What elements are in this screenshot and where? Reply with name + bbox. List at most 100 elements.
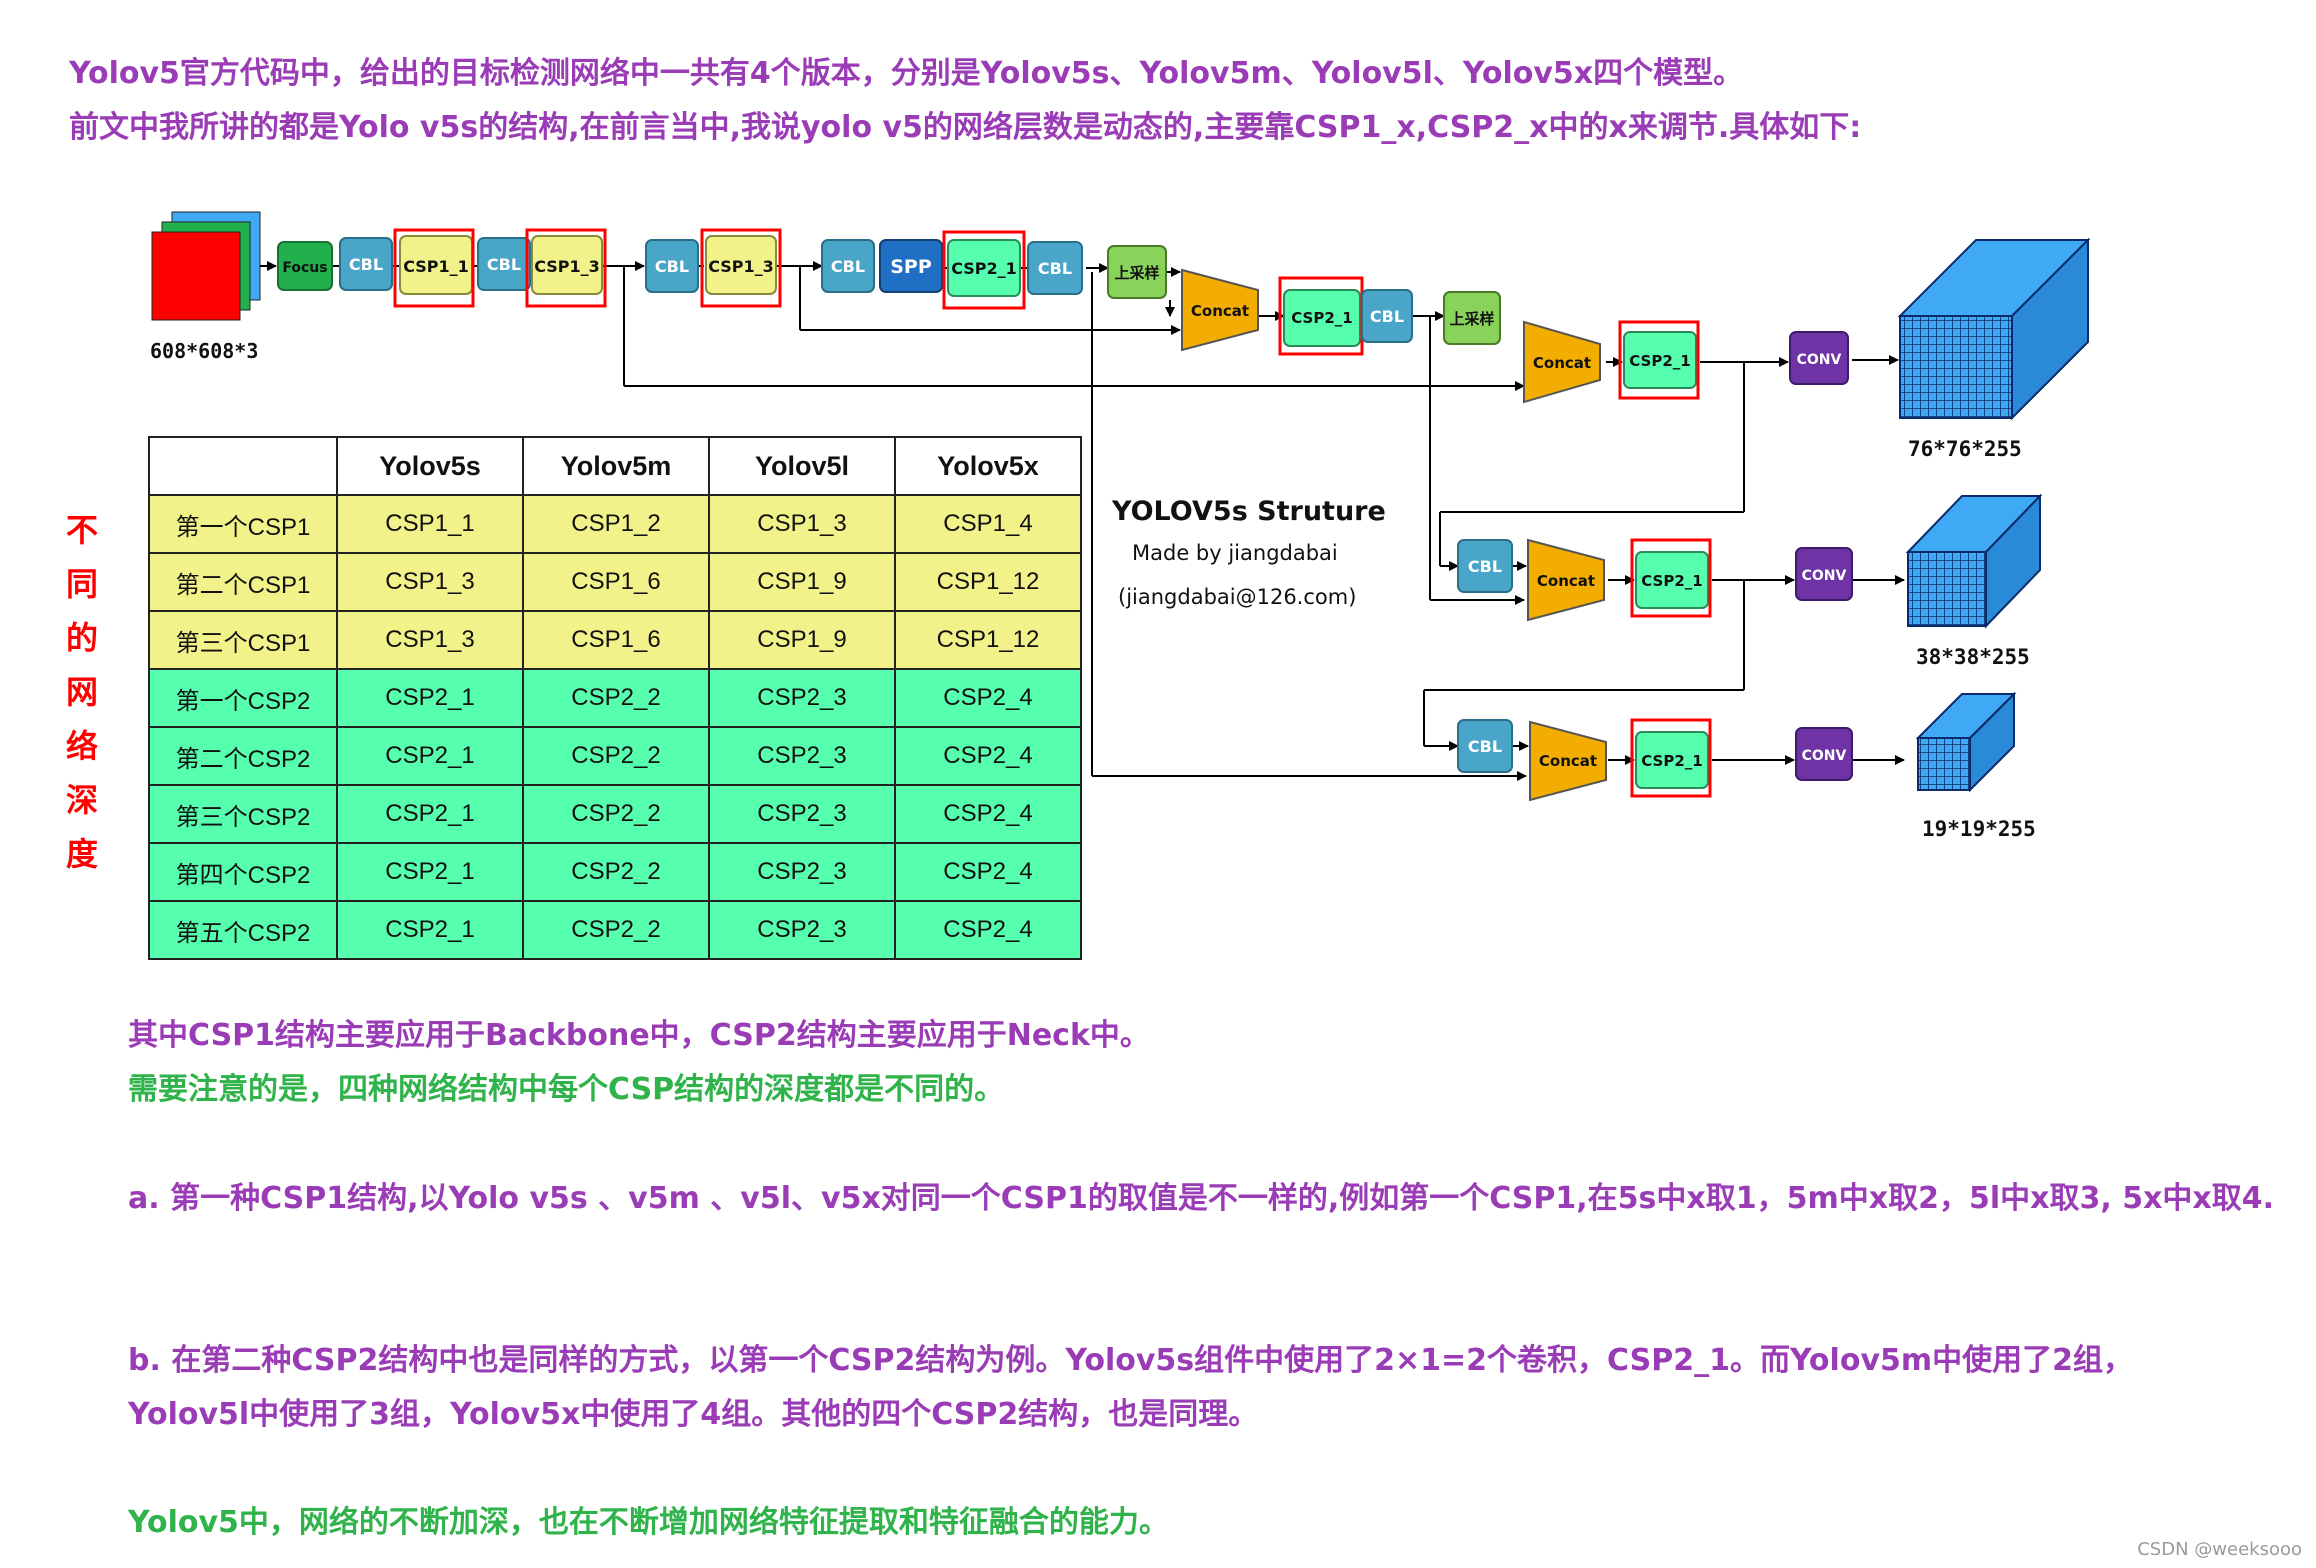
table-row: 第三个CSP1 CSP1_3 CSP1_6 CSP1_9 CSP1_12 [148,610,1082,670]
concat-block-2 [1523,320,1601,404]
table-row: 第二个CSP1 CSP1_3 CSP1_6 CSP1_9 CSP1_12 [148,552,1082,612]
table-cell: CSP2_4 [894,726,1082,786]
table-cell: CSP2_2 [522,726,710,786]
csp2-1-block-c [1623,331,1697,389]
table-cell: CSP1_1 [336,494,524,554]
csp2-1-label-d: CSP2_1 [1641,572,1702,590]
table-row: 第一个CSP2 CSP2_1 CSP2_2 CSP2_3 CSP2_4 [148,668,1082,728]
cbl-label-6: CBL [1370,307,1404,326]
cbl-label-5: CBL [1038,259,1072,278]
csp2-1-block-a [947,239,1021,297]
table-cell: CSP2_4 [894,842,1082,902]
table-cell: CSP1_12 [894,552,1082,612]
table-row: 第二个CSP2 CSP2_1 CSP2_2 CSP2_3 CSP2_4 [148,726,1082,786]
highlight-box [1630,538,1712,618]
csp2-1-block-e [1635,731,1709,789]
table-cell: CSP2_3 [708,900,896,960]
row-label: 第四个CSP2 [148,842,338,902]
table-cell: CSP1_3 [336,610,524,670]
table-row: 第四个CSP2 CSP2_1 CSP2_2 CSP2_3 CSP2_4 [148,842,1082,902]
row-label: 第二个CSP2 [148,726,338,786]
conv-label-1: CONV [1797,352,1842,368]
table-cell: CSP2_4 [894,784,1082,844]
output-cube-19 [1915,691,2017,793]
row-label: 第三个CSP2 [148,784,338,844]
vertical-char: 的 [65,619,98,657]
conv-block-1 [1789,331,1849,385]
table-cell: CSP2_3 [708,784,896,844]
concat-block-3 [1527,538,1605,622]
spp-block [879,239,943,293]
csp1-3-label-a: CSP1_3 [534,257,600,276]
concat-label-3: Concat [1537,572,1595,590]
note-conclusion: Yolov5中，网络的不断加深，也在不断增加网络特征提取和特征融合的能力。 [128,1505,1169,1540]
note-csp1-explanation: a. 第一种CSP1结构,以Yolo v5s 、v5m 、v5l、v5x对同一个… [128,1181,2275,1216]
table-cell: CSP2_3 [708,668,896,728]
upsample-block-2 [1443,291,1501,345]
table-cell: CSP2_1 [336,842,524,902]
csp1-3-block-b [705,235,777,295]
output-size-label-1: 76*76*255 [1908,437,2022,461]
focus-label: Focus [282,260,327,276]
upsample-label-2: 上采样 [1449,310,1494,328]
table-header-cell: Yolov5x [894,436,1082,496]
input-image [151,211,261,321]
cbl-block-4 [821,239,875,293]
concat-label-4: Concat [1539,752,1597,770]
output-cube-38 [1905,493,2043,629]
csp2-1-label-a: CSP2_1 [951,259,1017,278]
csp2-1-block-b [1283,289,1361,347]
conv-block-3 [1795,727,1853,781]
row-label: 第五个CSP2 [148,900,338,960]
table-cell: CSP1_9 [708,552,896,612]
table-cell: CSP2_2 [522,668,710,728]
output-cube-76 [1897,237,2091,421]
csp1-1-label: CSP1_1 [403,257,469,276]
cbl-label-2: CBL [487,255,521,274]
note-csp2-explanation-1: b. 在第二种CSP2结构中也是同样的方式，以第一个CSP2结构为例。Yolov… [128,1343,2134,1378]
diagram-author: Made by jiangdabai [1132,541,1338,565]
table-cell: CSP1_2 [522,494,710,554]
csp1-3-label-b: CSP1_3 [708,257,774,276]
csp2-1-block-d [1635,551,1709,609]
vertical-char: 深 [65,781,98,819]
highlight-box [1630,718,1712,798]
cbl-label-4: CBL [831,257,865,276]
table-cell: CSP2_4 [894,668,1082,728]
row-label: 第三个CSP1 [148,610,338,670]
row-label: 第一个CSP2 [148,668,338,728]
vertical-char: 度 [65,835,98,873]
csdn-credit: CSDN @weeksooo [2137,1539,2302,1560]
table-header-cell: Yolov5s [336,436,524,496]
note-depth-differs: 需要注意的是，四种网络结构中每个CSP结构的深度都是不同的。 [128,1072,1005,1107]
table-cell: CSP1_3 [708,494,896,554]
table-cell: CSP2_1 [336,784,524,844]
spp-label: SPP [890,256,932,278]
conv-block-2 [1795,547,1853,601]
table-cell: CSP2_2 [522,842,710,902]
table-cell: CSP2_1 [336,900,524,960]
upsample-block-1 [1107,245,1167,299]
cbl-block-7 [1457,539,1513,593]
output-size-label-2: 38*38*255 [1916,645,2030,669]
concat-block-4 [1529,720,1607,802]
table-cell: CSP2_3 [708,726,896,786]
csp2-1-label-b: CSP2_1 [1291,309,1352,327]
table-cell: CSP2_1 [336,726,524,786]
cbl-block-6 [1361,289,1413,343]
vertical-char: 不 [65,511,98,549]
highlight-box [525,228,607,308]
input-size-label: 608*608*3 [150,339,258,363]
cbl-label-3: CBL [655,257,689,276]
table-cell: CSP1_12 [894,610,1082,670]
vertical-char: 同 [65,565,98,603]
cbl-label-1: CBL [349,255,383,274]
table-header-cell: Yolov5m [522,436,710,496]
concat-label-2: Concat [1533,354,1591,372]
cbl-block-2 [477,237,531,291]
output-size-label-3: 19*19*255 [1922,817,2036,841]
conv-label-2: CONV [1802,568,1847,584]
table-header-cell: Yolov5l [708,436,896,496]
table-cell: CSP2_4 [894,900,1082,960]
vertical-depth-label: 不 同 的 网 络 深 度 [62,503,102,881]
